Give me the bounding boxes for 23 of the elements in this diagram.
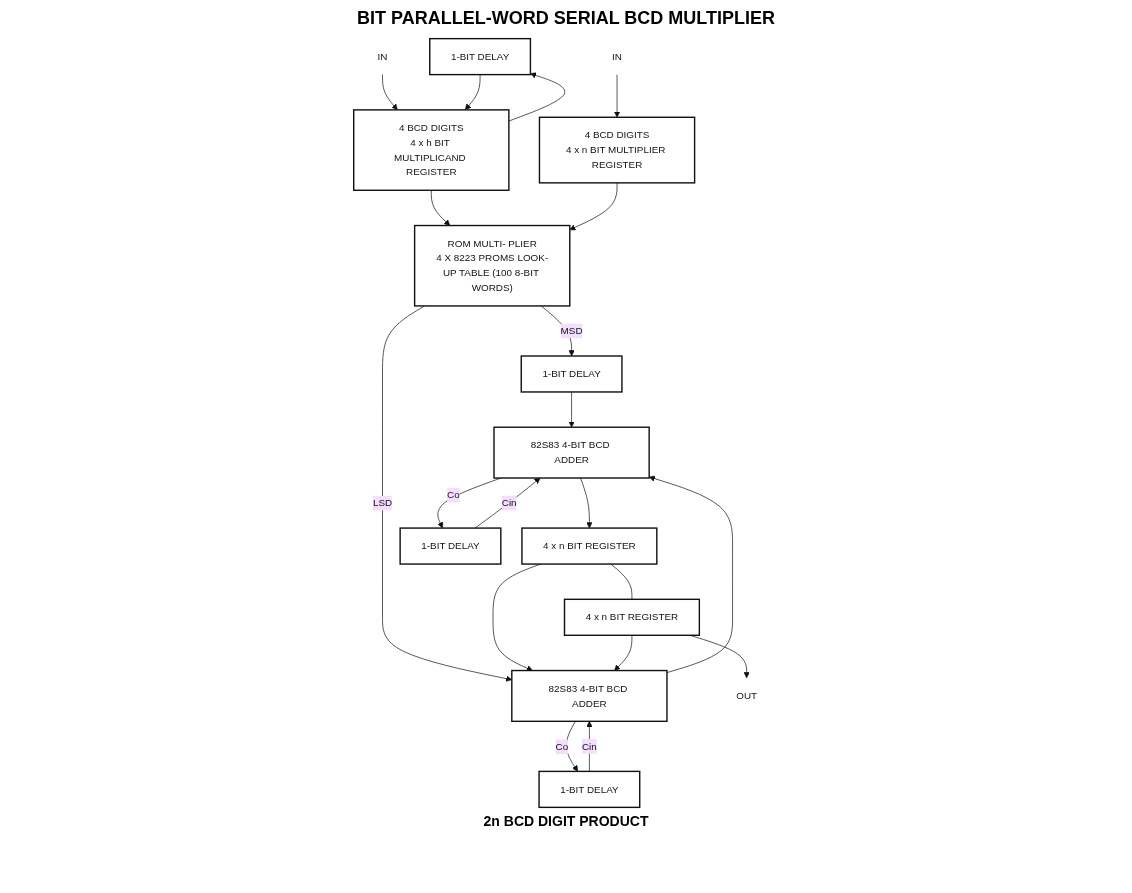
note-text: 2n BCD DIGIT PRODUCT bbox=[482, 813, 650, 829]
edge-label: Co bbox=[555, 740, 569, 753]
edge-label: Co bbox=[447, 489, 460, 501]
node-text: OUT bbox=[736, 689, 758, 702]
node-box: 82S83 4-BIT BCD ADDER bbox=[511, 669, 668, 723]
node-text: IN bbox=[612, 50, 622, 62]
node-text: IN bbox=[377, 50, 388, 62]
node-box: 1-BIT DELAY bbox=[429, 37, 532, 76]
node-box: 4 x n BIT REGISTER bbox=[563, 598, 701, 636]
node-box: 1-BIT DELAY bbox=[520, 355, 623, 393]
node-box: 82S83 4-BIT BCD ADDER bbox=[493, 426, 650, 479]
connector bbox=[610, 563, 633, 600]
node-box: 1-BIT DELAY bbox=[538, 770, 641, 809]
node-box: 4 x n BIT REGISTER bbox=[521, 527, 658, 565]
node-box: 1-BIT DELAY bbox=[399, 527, 502, 565]
edge-label: MSD bbox=[560, 324, 583, 337]
edge-label: Cin bbox=[582, 740, 597, 752]
diagram-title: BIT PARALLEL-WORD SERIAL BCD MULTIPLIER bbox=[356, 8, 776, 29]
node-box: ROM MULTI- PLIER 4 X 8223 PROMS LOOK-UP TABLE (100 8-BIT WORDS) bbox=[413, 224, 571, 307]
node-box: 4 BCD DIGITS 4 x n BIT MULTIPLIER REGISTER bbox=[538, 116, 696, 184]
edge-label: LSD bbox=[372, 497, 393, 509]
edge-label: Cin bbox=[501, 497, 517, 509]
node-box: 4 BCD DIGITS 4 x h BIT MULTIPLICAND REGISTER bbox=[353, 109, 510, 191]
